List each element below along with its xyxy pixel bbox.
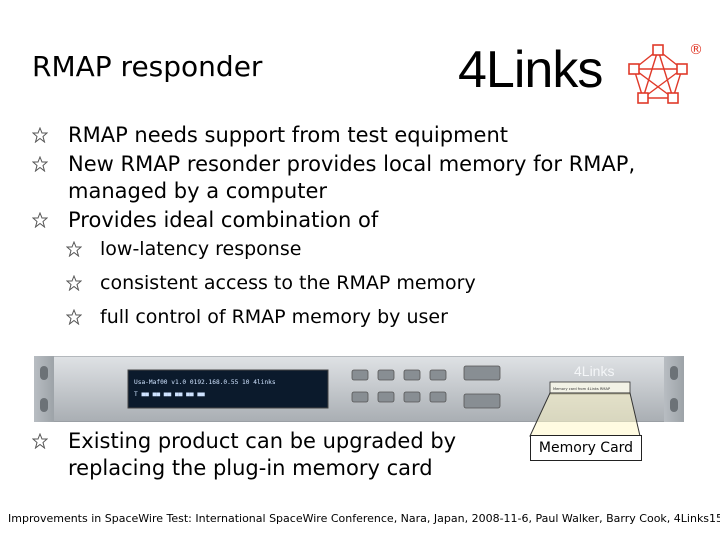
spacewire-port [403,391,421,403]
sub-bullet-item: consistent access to the RMAP memory [30,270,690,296]
bullet-text: Provides ideal combination of [68,208,379,232]
star-bullet-icon [32,212,48,228]
bullet-text: New RMAP resonder provides local memory … [68,152,636,203]
footer-citation: Improvements in SpaceWire Test: Internat… [8,512,710,525]
lcd-line-1: Usa-Maf00 v1.0 0192.168.0.55 10 4links [134,379,276,386]
slide-footer: Improvements in SpaceWire Test: Internat… [8,512,720,525]
star-bullet-icon [66,275,82,291]
bullet-item: RMAP needs support from test equipment [30,122,690,149]
dvi-port [463,393,501,409]
spacewire-port [403,369,421,381]
rack-ear-left [34,356,54,422]
sub-bullet-text: full control of RMAP memory by user [100,306,448,328]
sub-bullet-item: low-latency response [30,236,690,262]
slide-title: RMAP responder [32,50,263,83]
registered-mark: ® [689,42,703,58]
network-star-icon: ® [628,42,703,104]
star-bullet-icon [32,127,48,143]
4links-logo: 4Links ® [458,36,708,116]
rack-ear-right [664,356,684,422]
lcd-line-2: T ■■ ■■ ■■ ■■ ■■ ■■ [134,391,205,398]
star-bullet-icon [32,433,48,449]
page-number: 15 [709,512,720,525]
sub-bullet-text: consistent access to the RMAP memory [100,272,476,294]
spacewire-port [351,369,369,381]
bullet-item: Existing product can be upgraded by repl… [30,428,548,482]
star-bullet-icon [66,309,82,325]
spacewire-port [377,391,395,403]
spacewire-port [377,369,395,381]
star-bullet-icon [66,241,82,257]
spacewire-port [351,391,369,403]
spacewire-port [429,369,447,381]
sub-bullet-item: full control of RMAP memory by user [30,304,690,330]
mount-slot [670,366,678,380]
bullet-text: RMAP needs support from test equipment [68,123,509,147]
mount-slot [40,398,48,412]
logo-text: 4Links [458,41,603,99]
mount-slot [40,366,48,380]
bullet-item: Provides ideal combination of [30,207,690,234]
panel-logo: 4Links [574,363,614,379]
bullet-text: Existing product can be upgraded by repl… [68,429,457,480]
sub-bullet-text: low-latency response [100,238,302,260]
bullet-item: New RMAP resonder provides local memory … [30,151,690,205]
dvi-port [463,365,501,381]
memory-card-text: Memory card from 4Links RMAP [553,387,611,391]
lcd-display [127,369,329,409]
star-bullet-icon [32,156,48,172]
mount-slot [670,398,678,412]
memory-card-callout: Memory Card [530,435,642,461]
spacewire-port [429,391,447,403]
bullet-list: RMAP needs support from test equipment N… [30,122,690,338]
